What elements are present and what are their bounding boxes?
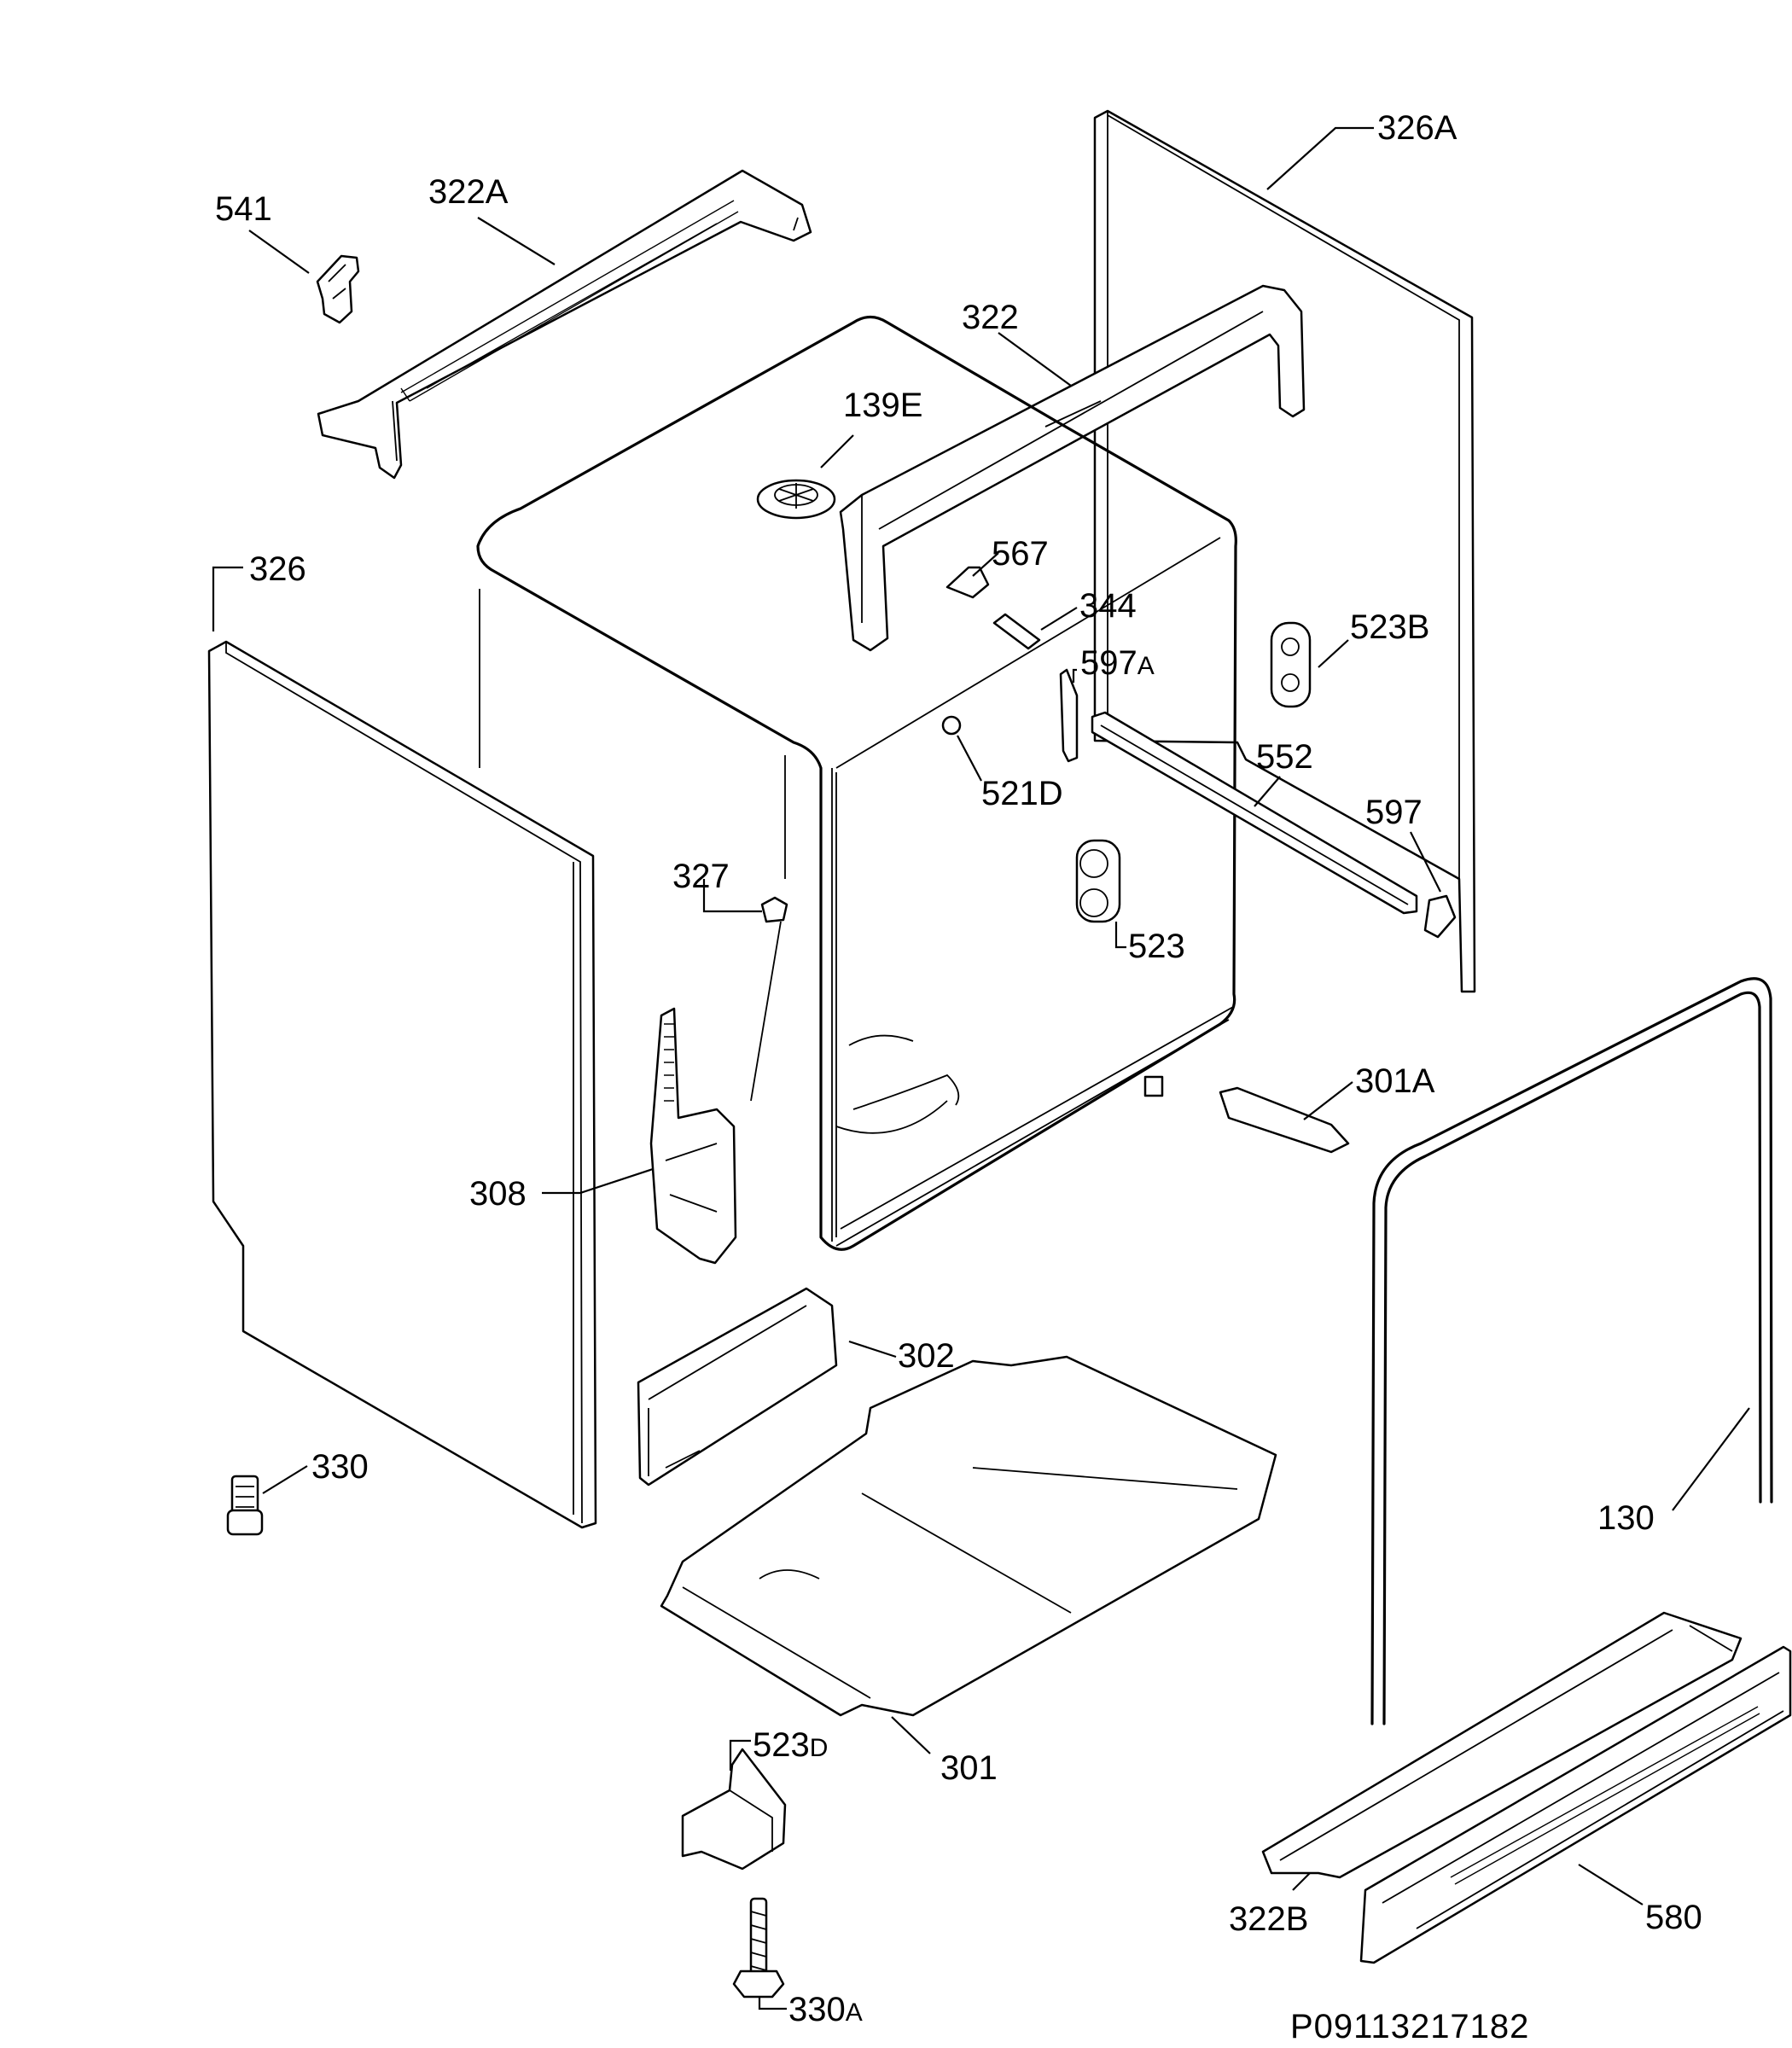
label-597: 597 [1365,794,1423,831]
part-130-seal [1370,977,1773,1725]
part-322-top-rail [839,284,1306,652]
label-523d: 523D [753,1726,828,1764]
part-327-pin [760,896,788,923]
part-308-hinge [649,1007,737,1265]
part-523-connector [1075,839,1121,923]
label-521d: 521D [981,775,1063,812]
part-597-hook [1423,894,1457,939]
label-301: 301 [940,1749,998,1787]
label-301a: 301A [1355,1062,1435,1100]
part-344-bracket [992,613,1041,650]
leader-301 [891,1716,931,1754]
leader-344 [1040,607,1078,631]
leader-567 [972,552,999,577]
label-330a: 330A [788,1991,863,2028]
part-330a-screw-foot [732,1897,785,1999]
label-327: 327 [672,858,730,895]
leader-130 [1672,1407,1750,1511]
label-523d-main: 523 [753,1726,810,1764]
leader-322 [998,332,1072,387]
label-302: 302 [898,1337,955,1375]
label-580: 580 [1645,1899,1702,1936]
label-597a-main: 597 [1080,644,1137,682]
part-597a-hook [1059,668,1079,763]
leader-523 [1114,922,1126,949]
label-597a-suffix: A [1137,652,1155,680]
label-330a-suffix: A [846,1999,863,2027]
label-523: 523 [1128,928,1185,965]
document-code: P09113217182 [1290,2008,1529,2045]
part-552-rail [1091,711,1418,915]
leader-523b [1318,639,1349,668]
leader-330a [758,1997,787,2010]
leader-308 [542,1167,654,1195]
label-552: 552 [1256,738,1313,776]
leader-322a [477,217,556,265]
label-308: 308 [469,1175,527,1213]
part-580-plinth [1359,1645,1792,1964]
part-326a-side-panel [1093,109,1476,993]
label-330a-main: 330 [788,1991,846,2028]
leader-541 [248,230,310,274]
label-597a: 597A [1080,644,1155,682]
part-301-base [660,1355,1277,1717]
part-541-clip [316,254,360,324]
leader-322b [1292,1872,1311,1891]
part-523d-bracket [681,1748,787,1871]
part-326-side-panel [207,640,597,1529]
leader-597a [1072,668,1077,683]
label-330: 330 [311,1448,369,1486]
leader-302 [848,1340,897,1359]
leader-330 [262,1465,308,1494]
part-521d-seal [941,715,962,736]
label-567: 567 [992,535,1049,573]
label-322a: 322A [428,173,509,211]
leader-326 [212,566,243,631]
leader-580 [1578,1864,1644,1905]
leader-139e [820,434,854,468]
part-567-clip [945,566,990,599]
label-322: 322 [962,299,1019,336]
part-tub [476,315,1237,1251]
leader-523d [729,1739,751,1771]
part-330-foot [226,1475,264,1536]
label-130: 130 [1597,1499,1655,1537]
part-302-bracket [637,1287,838,1487]
label-541: 541 [215,190,272,228]
part-523b-grommet [1270,621,1312,708]
label-344: 344 [1079,587,1137,625]
leader-301a [1303,1081,1353,1120]
leader-521d [957,735,982,782]
label-322b: 322B [1229,1900,1308,1938]
label-326a: 326A [1377,109,1457,147]
leader-597 [1410,831,1441,893]
leader-552 [1254,776,1281,807]
leader-lines [212,126,1750,2010]
label-523d-suffix: D [810,1734,829,1762]
part-301a-handle [1219,1086,1350,1154]
label-523b: 523B [1350,608,1429,646]
label-139e: 139E [843,387,922,424]
part-322b-lower-rail [1261,1611,1743,1879]
part-322a-top-rail [317,169,812,480]
part-labels: 541 322A 326A 322 139E 326 567 344 523B … [215,109,1702,2045]
label-326: 326 [249,550,306,588]
part-139e-nut [756,479,836,520]
leader-327 [702,879,762,913]
leader-326a [1266,126,1374,190]
